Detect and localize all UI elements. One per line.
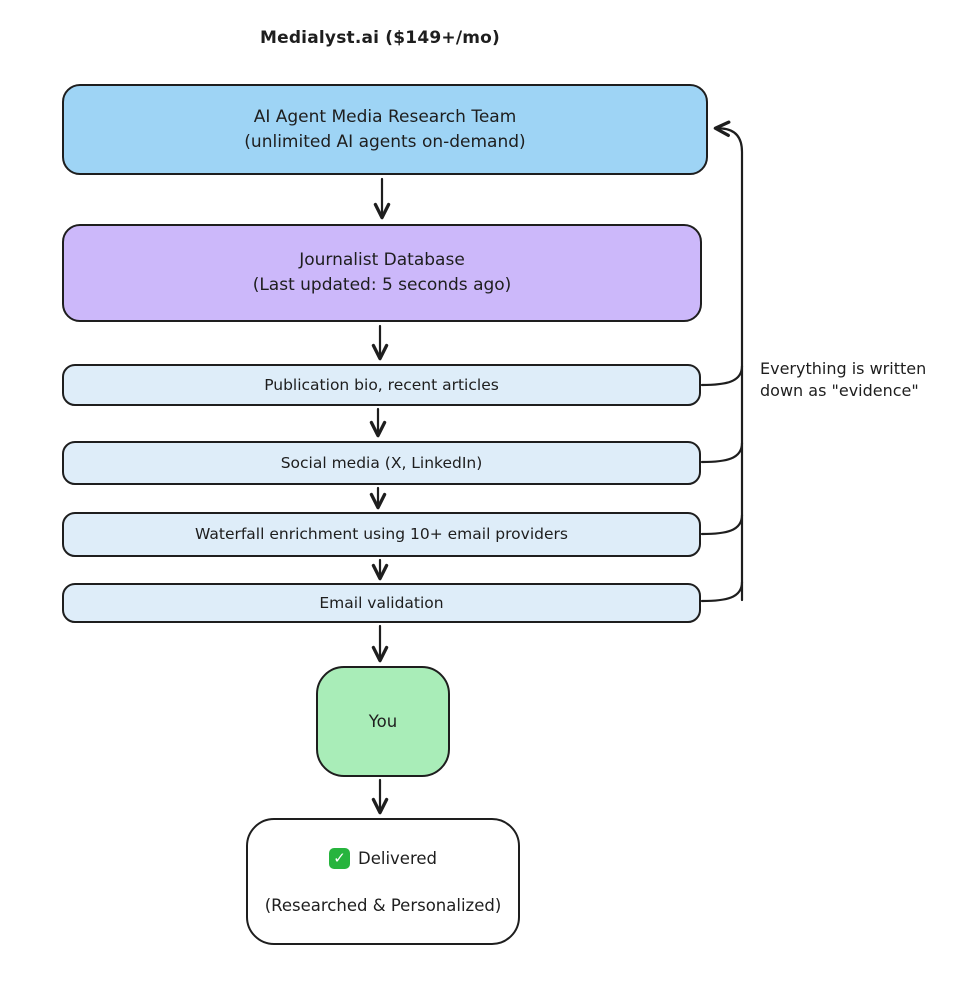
delivered-title-row: ✓ Delivered: [329, 846, 437, 871]
node-label-line: (Last updated: 5 seconds ago): [252, 275, 512, 295]
node-ai-agent-research-team: AI Agent Media Research Team (unlimited …: [62, 84, 708, 175]
node-label-line: Delivered: [358, 848, 437, 868]
node-social-media: Social media (X, LinkedIn): [62, 441, 701, 485]
annotation-line: down as "evidence": [760, 381, 919, 400]
connector-email-to-trunk: [700, 580, 744, 603]
evidence-annotation: Everything is written down as "evidence": [760, 358, 970, 402]
node-label-line: Waterfall enrichment using 10+ email pro…: [195, 525, 568, 543]
node-waterfall-enrichment: Waterfall enrichment using 10+ email pro…: [62, 512, 701, 557]
node-label-line: Journalist Database: [299, 250, 465, 270]
annotation-line: Everything is written: [760, 359, 927, 378]
node-label-line: Publication bio, recent articles: [264, 375, 499, 394]
node-label-line: AI Agent Media Research Team: [253, 106, 517, 127]
node-you: You: [316, 666, 450, 777]
node-label-line: Social media (X, LinkedIn): [280, 453, 483, 472]
connector-pubbio-to-trunk: [700, 364, 744, 387]
node-label-line: You: [368, 712, 398, 731]
node-delivered: ✓ Delivered (Researched & Personalized): [246, 818, 520, 945]
check-icon: ✓: [329, 847, 350, 869]
node-label-line: (Researched & Personalized): [264, 895, 502, 915]
node-label-line: (unlimited AI agents on-demand): [244, 131, 526, 152]
node-label-line: Email validation: [319, 593, 444, 612]
feedback-arrow-to-research-team: [713, 120, 744, 602]
connector-social-to-trunk: [700, 441, 744, 464]
node-journalist-database: Journalist Database (Last updated: 5 sec…: [62, 224, 702, 322]
node-publication-bio: Publication bio, recent articles: [62, 364, 701, 406]
connector-waterfall-to-trunk: [700, 513, 744, 536]
diagram-title: Medialyst.ai ($149+/mo): [259, 28, 501, 48]
node-email-validation: Email validation: [62, 583, 701, 623]
